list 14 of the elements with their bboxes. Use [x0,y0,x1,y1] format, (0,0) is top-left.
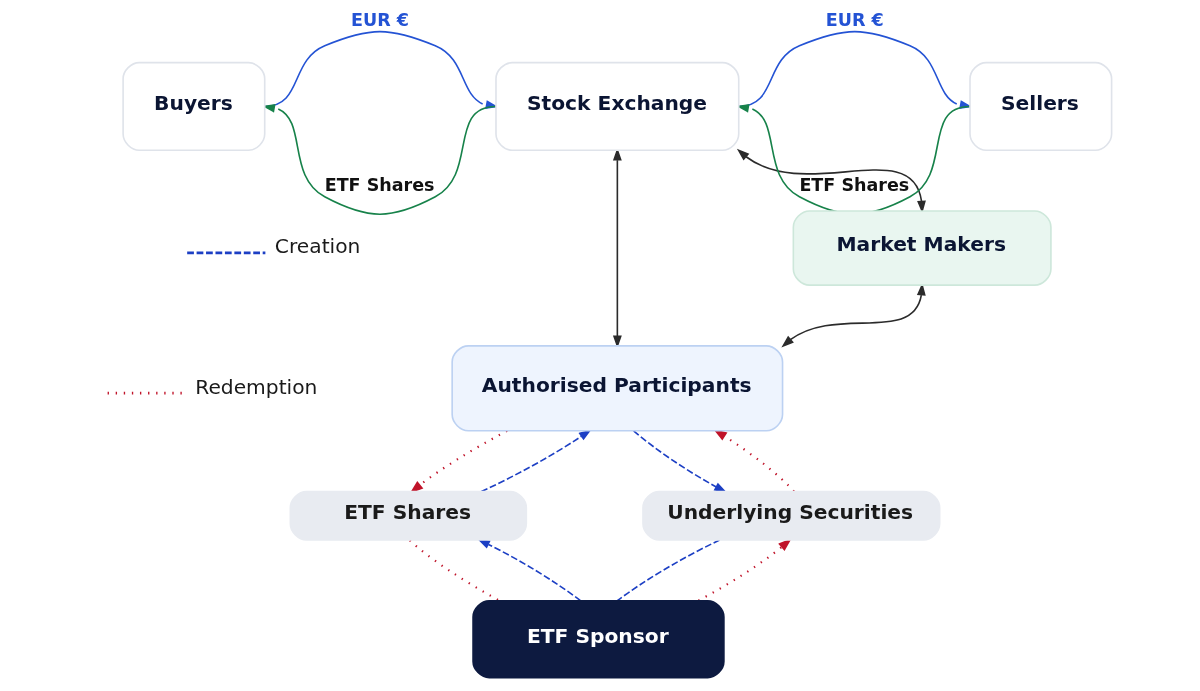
node-box: Sellers [968,61,1112,152]
node-box: Authorised Participants [450,345,783,432]
node-box: Buyers [121,61,265,152]
edge-label: ETF Shares [798,174,909,195]
legend-label: Creation [274,234,360,259]
edge-label: EUR € [825,10,884,31]
node-box: ETF Sponsor [471,599,725,679]
node-box: Underlying Securities [641,490,940,541]
edge-label: EUR € [350,10,409,31]
node-box: Stock Exchange [494,61,740,152]
node-box: Market Makers [792,210,1052,286]
edge-label: ETF Shares [324,174,435,195]
legend-label: Redemption [194,374,317,399]
node-box: ETF Shares [289,490,527,541]
